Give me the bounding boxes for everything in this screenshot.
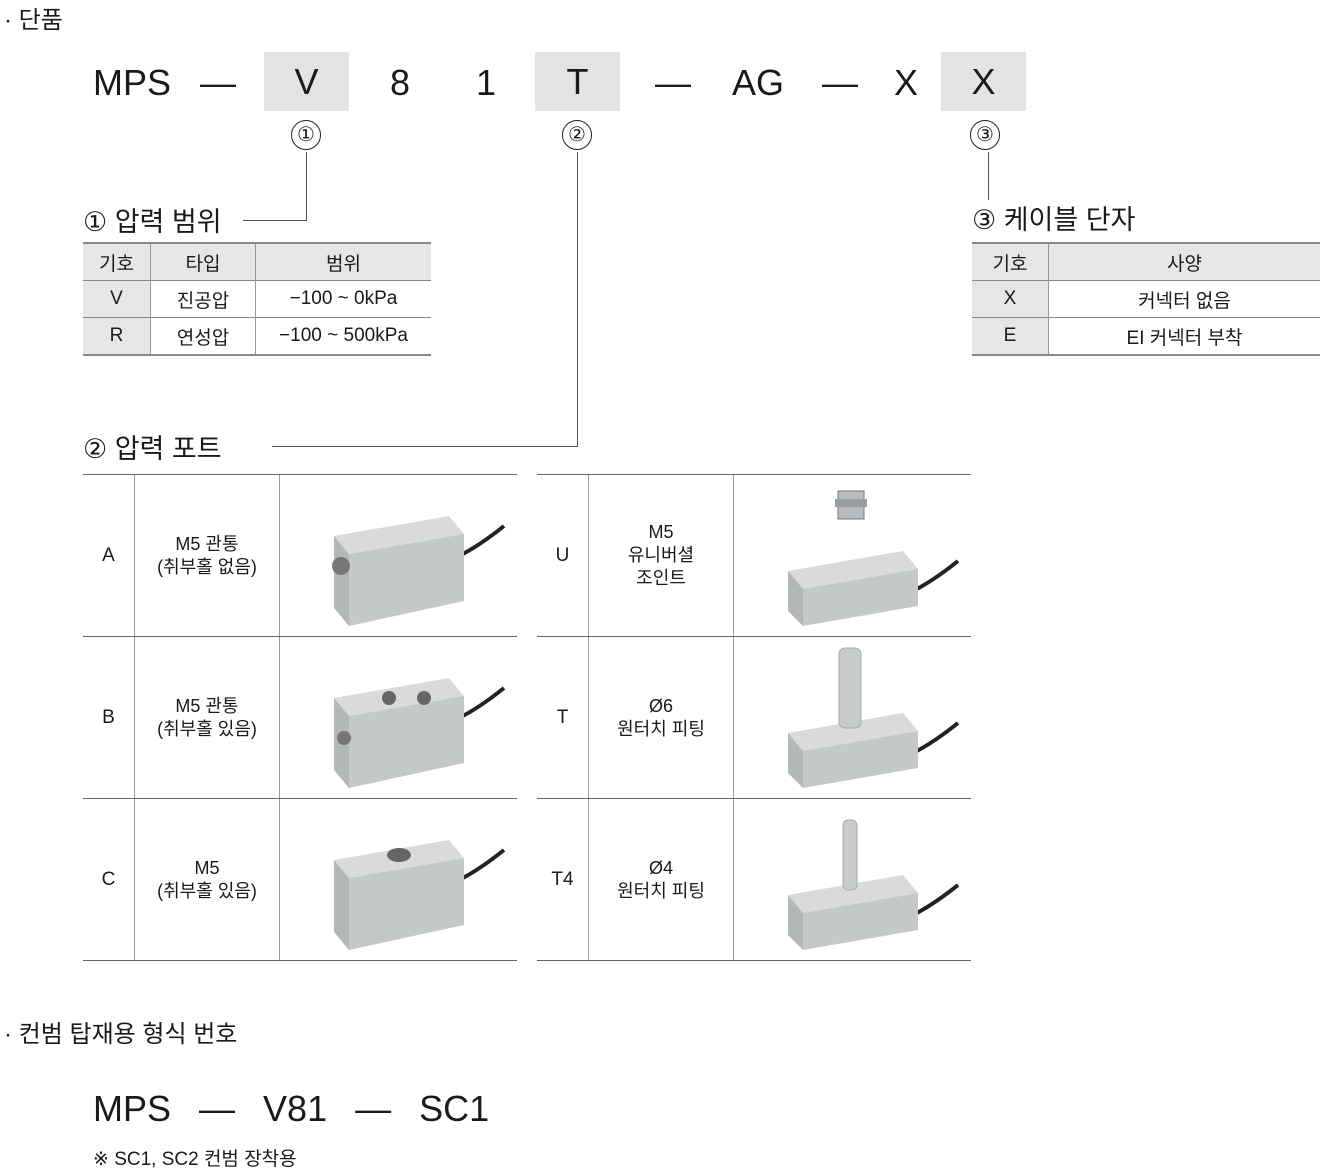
port-grid-left: A M5 관통 (취부홀 없음) B M5 관통 (취부홀 있음) C M5 (… bbox=[83, 474, 517, 961]
sensor-product-image bbox=[734, 799, 971, 960]
leader-line bbox=[577, 152, 578, 447]
marker-3: ③ bbox=[970, 120, 1000, 150]
port-description: Ø4 원터치 피팅 bbox=[589, 799, 734, 960]
conveyor-note: ※ SC1, SC2 컨범 장착용 bbox=[93, 1149, 297, 1170]
sensor-product-image bbox=[734, 637, 971, 798]
leader-line bbox=[988, 152, 989, 200]
code-sc1: SC1 bbox=[419, 1088, 490, 1129]
port-description: Ø6 원터치 피팅 bbox=[589, 637, 734, 798]
port-title: ② 압력 포트 bbox=[83, 434, 222, 464]
code-1: 1 bbox=[476, 62, 497, 103]
sensor-product-image bbox=[280, 637, 517, 798]
port-code: T4 bbox=[537, 799, 589, 960]
marker-1: ① bbox=[291, 120, 321, 150]
section-title-single: · 단품 bbox=[4, 7, 63, 34]
code-dash: — bbox=[200, 62, 236, 103]
port-code: C bbox=[83, 799, 135, 960]
conveyor-code: MPS — V81 — SC1 bbox=[93, 1088, 489, 1130]
code-mps: MPS bbox=[93, 62, 172, 103]
port-row: B M5 관통 (취부홀 있음) bbox=[83, 637, 517, 799]
code-dash: — bbox=[655, 62, 691, 103]
cell-type: 진공압 bbox=[150, 280, 256, 318]
cell-code: R bbox=[83, 317, 151, 355]
code-8: 8 bbox=[390, 62, 411, 103]
port-row: T4 Ø4 원터치 피팅 bbox=[537, 799, 971, 961]
leader-line bbox=[272, 446, 578, 447]
cell-code: E bbox=[972, 317, 1049, 355]
code-mps: MPS bbox=[93, 1088, 172, 1129]
marker-2: ② bbox=[562, 120, 592, 150]
port-code: U bbox=[537, 475, 589, 636]
header: 기호 bbox=[83, 243, 151, 281]
header: 범위 bbox=[255, 243, 431, 281]
port-description: M5 관통 (취부홀 있음) bbox=[135, 637, 280, 798]
code-cable: X bbox=[941, 52, 1026, 111]
section-title-conveyor: · 컨범 탑재용 형식 번호 bbox=[4, 1021, 238, 1048]
cell-range: −100 ~ 0kPa bbox=[255, 280, 431, 318]
port-code: T bbox=[537, 637, 589, 798]
port-code: A bbox=[83, 475, 135, 636]
port-row: C M5 (취부홀 있음) bbox=[83, 799, 517, 961]
sensor-product-image bbox=[280, 475, 517, 636]
leader-line bbox=[243, 220, 307, 221]
cell-range: −100 ~ 500kPa bbox=[255, 317, 431, 355]
code-dash: — bbox=[355, 1088, 392, 1129]
header: 사양 bbox=[1048, 243, 1320, 281]
header: 기호 bbox=[972, 243, 1049, 281]
pressure-range-title: ① 압력 범위 bbox=[83, 207, 222, 237]
cable-title: ③ 케이블 단자 bbox=[972, 205, 1136, 235]
cell-spec: EI 커넥터 부착 bbox=[1048, 317, 1320, 355]
port-row: T Ø6 원터치 피팅 bbox=[537, 637, 971, 799]
code-dash: — bbox=[199, 1088, 236, 1129]
sensor-product-image bbox=[280, 799, 517, 960]
port-grid-right: U M5 유니버셜 조인트 T Ø6 원터치 피팅 T4 Ø4 원터치 피팅 bbox=[537, 474, 971, 961]
code-v81: V81 bbox=[263, 1088, 328, 1129]
port-description: M5 (취부홀 있음) bbox=[135, 799, 280, 960]
code-ag: AG bbox=[732, 62, 785, 103]
port-description: M5 관통 (취부홀 없음) bbox=[135, 475, 280, 636]
cell-type: 연성압 bbox=[150, 317, 256, 355]
header: 타입 bbox=[150, 243, 256, 281]
cell-code: V bbox=[83, 280, 151, 318]
code-dash: — bbox=[822, 62, 858, 103]
port-code: B bbox=[83, 637, 135, 798]
port-row: U M5 유니버셜 조인트 bbox=[537, 475, 971, 637]
cell-code: X bbox=[972, 280, 1049, 318]
cell-spec: 커넥터 없음 bbox=[1048, 280, 1320, 318]
code-pressure-range: V bbox=[264, 52, 349, 111]
port-description: M5 유니버셜 조인트 bbox=[589, 475, 734, 636]
leader-line bbox=[306, 152, 307, 220]
sensor-product-image bbox=[734, 475, 971, 636]
code-x: X bbox=[894, 62, 919, 103]
port-row: A M5 관통 (취부홀 없음) bbox=[83, 475, 517, 637]
code-port: T bbox=[535, 52, 620, 111]
